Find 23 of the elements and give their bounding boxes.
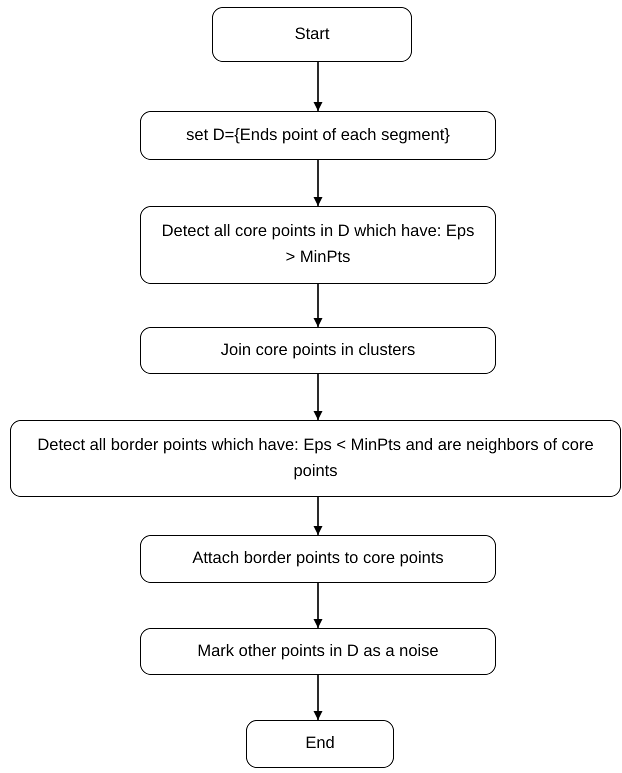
box-text: End	[305, 733, 335, 754]
process-box	[140, 206, 496, 284]
box-text: Detect all border points which have: Eps < MinPts and are neighbors of core points	[36, 434, 595, 482]
box-text: Mark other points in D as a noise	[197, 640, 439, 662]
box-text: Detect all core points in D which have: Eps > MinPts	[160, 221, 476, 268]
terminal-box	[212, 7, 412, 62]
terminal-box	[246, 720, 394, 768]
arrow	[314, 497, 322, 535]
arrow	[314, 62, 322, 111]
arrow	[314, 675, 322, 720]
arrow	[314, 374, 322, 420]
process-box	[140, 111, 496, 160]
box-text: set D={Ends point of each segment}	[186, 124, 450, 146]
process-box	[10, 420, 621, 497]
box-text: Attach border points to core points	[192, 548, 444, 570]
arrow	[314, 160, 322, 206]
process-box	[140, 327, 496, 374]
process-box	[140, 535, 496, 583]
box-text: Join core points in clusters	[220, 340, 416, 361]
arrow	[314, 284, 322, 327]
box-text: Start	[294, 24, 330, 45]
process-box	[140, 628, 496, 675]
arrow	[314, 583, 322, 628]
